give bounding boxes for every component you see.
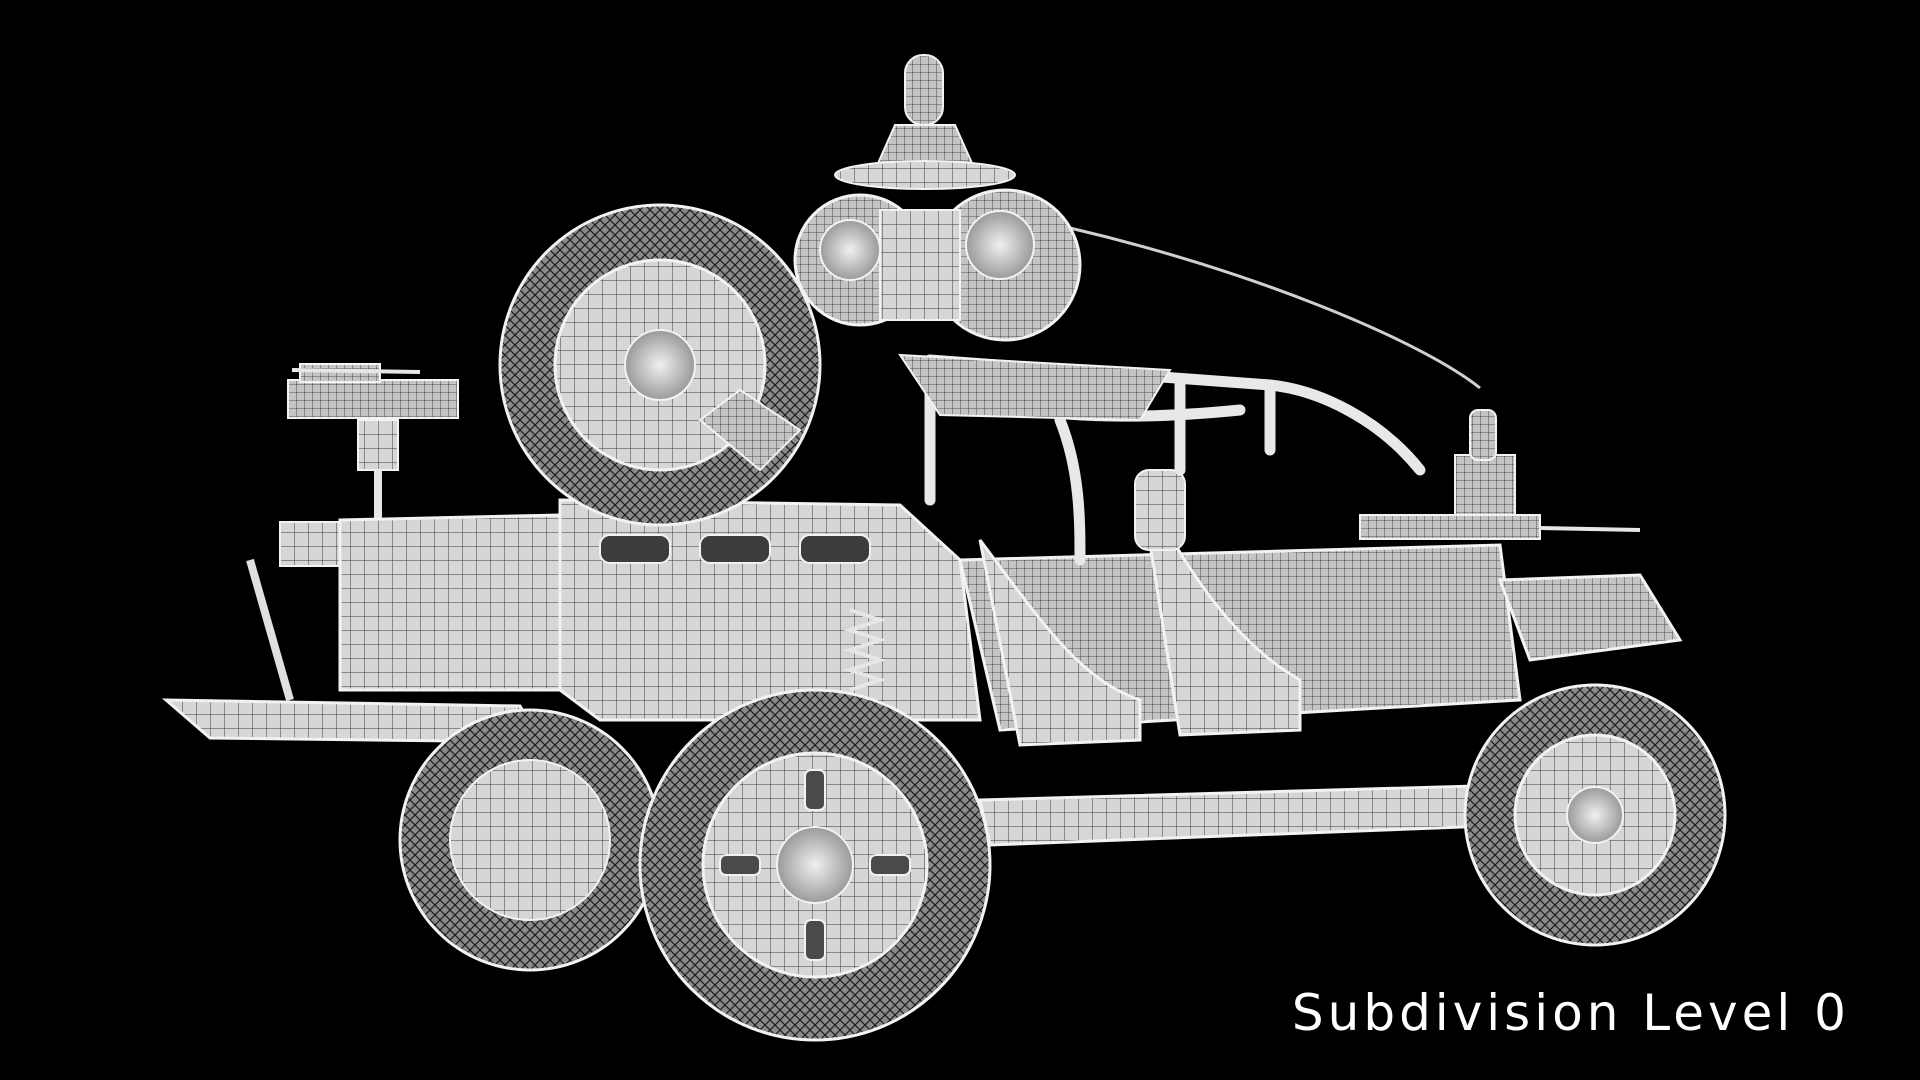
antenna-wire [1069, 226, 1481, 390]
rear-left-wheel [398, 708, 662, 972]
front-machine-gun [1359, 409, 1641, 540]
roof-panel [898, 353, 1172, 422]
seats [978, 469, 1302, 747]
spare-tire [498, 203, 822, 527]
rear-machine-gun [287, 363, 459, 530]
rear-right-wheel [638, 688, 992, 1042]
rear-body [338, 498, 982, 722]
front-right-wheel [1463, 683, 1727, 947]
subdivision-level-caption: Subdivision Level 0 [1291, 984, 1850, 1042]
radar-mast [834, 54, 1016, 190]
suspension-spring [843, 608, 887, 692]
sensor-pods [793, 188, 1082, 342]
